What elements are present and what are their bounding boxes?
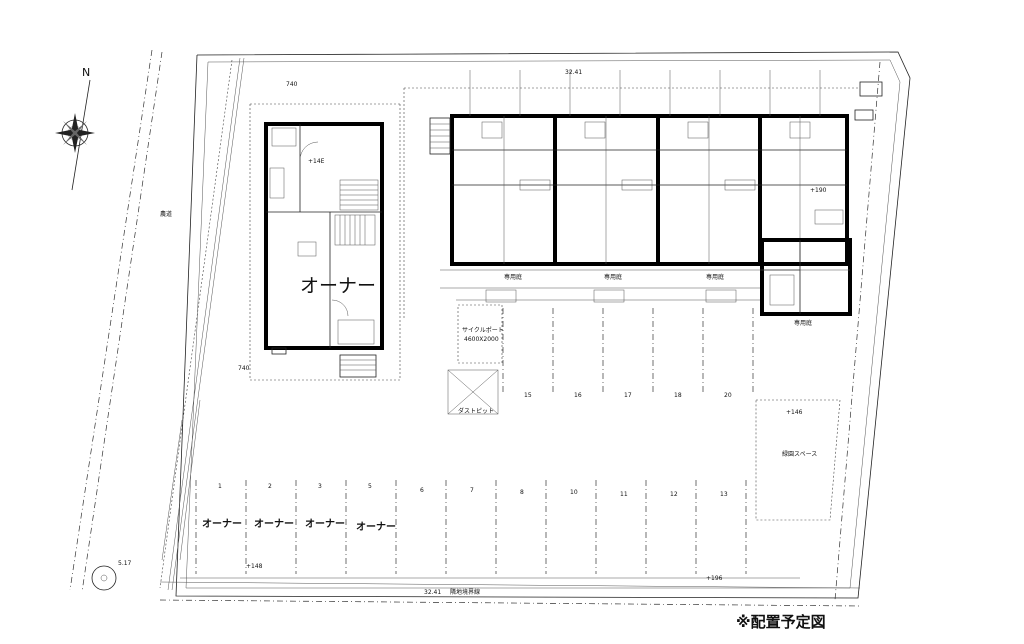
green-space-label: 緑園スペース xyxy=(782,450,817,458)
parking-number: 3 xyxy=(318,483,322,490)
farm-road-label: 農道 xyxy=(160,210,172,218)
parking-number: 15 xyxy=(524,392,532,399)
parking-number: 13 xyxy=(720,491,728,498)
level-label-2: +146 xyxy=(786,409,803,416)
parking-number: 17 xyxy=(624,392,632,399)
owner-house-label: オーナー xyxy=(300,275,376,297)
owner-house: オーナー +14E 740 740 xyxy=(238,81,401,381)
owner-parking-label: オーナー xyxy=(356,521,396,533)
cycle-port-dimension: 4600X2000 xyxy=(464,336,499,343)
parking-row-lower: 1 2 3 5 6 7 8 10 11 12 13 オーナー オーナー オーナー… xyxy=(180,480,800,582)
parking-number: 18 xyxy=(674,392,682,399)
north-label: N xyxy=(82,66,90,79)
exclusive-garden-4: 専用庭 xyxy=(794,319,812,327)
site-boundary xyxy=(69,49,911,607)
apartment-building: 専用庭 専用庭 専用庭 専用庭 +190 32.41 xyxy=(403,69,860,327)
level-label-5: +196 xyxy=(706,575,723,582)
level-label-1: +14E xyxy=(308,158,325,165)
exclusive-garden-1: 専用庭 xyxy=(504,273,522,281)
cycle-port-label: サイクルポート xyxy=(462,326,504,334)
dim-label-2: 740 xyxy=(238,365,250,372)
dust-pit-label: ダストピット xyxy=(458,407,494,415)
owner-parking-label: オーナー xyxy=(305,518,345,530)
dim-label-1: 740 xyxy=(286,81,298,88)
site-labels: 農道 隣地境界線 32.41 5.17 xyxy=(91,210,480,596)
level-label-3: +190 xyxy=(810,187,827,194)
exclusive-garden-3: 専用庭 xyxy=(706,273,724,281)
drawing-caption: ※配置予定図 xyxy=(736,613,826,631)
level-label-4: +148 xyxy=(246,563,263,570)
parking-number: 10 xyxy=(570,489,578,496)
owner-parking-label: オーナー xyxy=(202,518,242,530)
parking-number: 16 xyxy=(574,392,582,399)
exclusive-garden-2: 専用庭 xyxy=(604,273,622,281)
cycle-port-area: サイクルポート 4600X2000 ダストピット xyxy=(447,289,737,415)
parking-number: 6 xyxy=(420,487,424,494)
parking-number: 11 xyxy=(620,491,628,498)
parking-number: 5 xyxy=(368,483,372,490)
parking-number: 20 xyxy=(724,392,732,399)
north-arrow: N xyxy=(55,66,95,191)
parking-number: 8 xyxy=(520,489,524,496)
dim-label-3: 5.17 xyxy=(118,560,132,567)
parking-number: 2 xyxy=(268,483,272,490)
green-space: 緑園スペース +146 xyxy=(755,399,841,521)
parking-number: 1 xyxy=(218,483,222,490)
boundary-length-bottom: 32.41 xyxy=(424,589,441,596)
boundary-length-top: 32.41 xyxy=(565,69,582,76)
parking-number: 7 xyxy=(470,487,474,494)
parking-row-upper: 15 16 17 18 20 xyxy=(502,308,754,399)
parking-number: 12 xyxy=(670,491,678,498)
site-boundary-label: 隣地境界線 xyxy=(450,588,480,596)
owner-parking-label: オーナー xyxy=(254,518,294,530)
